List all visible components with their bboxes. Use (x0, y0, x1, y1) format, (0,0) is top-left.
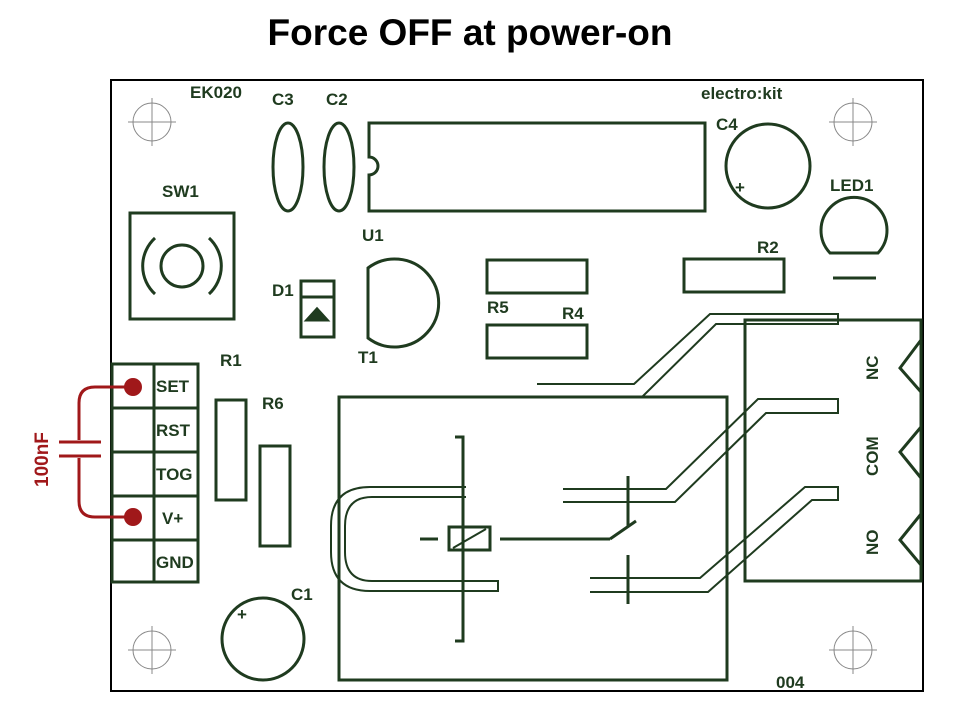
terminal-right-no: NO (863, 530, 882, 556)
terminal-right-notch-2 (898, 426, 923, 479)
label-t1: T1 (358, 348, 378, 367)
label-r2: R2 (757, 238, 779, 257)
annotation-capacitor (59, 385, 133, 519)
terminal-left-rst: RST (156, 421, 191, 440)
terminal-left-set: SET (156, 377, 190, 396)
label-r5: R5 (487, 298, 509, 317)
terminal-block-right (743, 318, 923, 583)
board-outline (110, 79, 924, 692)
resistor-r6 (258, 444, 292, 548)
label-u1: U1 (362, 226, 384, 245)
trace-com (563, 398, 839, 503)
resistor-r1 (214, 398, 248, 502)
switch-sw1-arc-right (207, 236, 223, 296)
terminal-right-notch-1 (898, 339, 923, 393)
terminal-right-notch-3 (898, 513, 923, 566)
relay-coil-slash (452, 528, 487, 549)
capacitor-c4-plus: + (735, 178, 745, 197)
mounting-hole-bottom-left (128, 626, 176, 674)
board-revision: 004 (776, 673, 805, 692)
resistor-r5 (485, 258, 589, 295)
label-c1: C1 (291, 585, 313, 604)
capacitor-c1 (220, 596, 306, 682)
page-title: Force OFF at power-on (267, 12, 673, 53)
led-led1 (819, 195, 889, 255)
annotation-dot-vplus (124, 508, 142, 526)
trace-no (590, 486, 839, 593)
terminal-left-vplus: V+ (162, 509, 183, 528)
mounting-hole-top-right (829, 98, 877, 146)
diode-d1-arrow (303, 306, 331, 322)
annotation-label: 100nF (32, 432, 53, 487)
label-r1: R1 (220, 351, 242, 370)
label-c3: C3 (272, 90, 294, 109)
transistor-t1 (366, 257, 441, 349)
relay-contact-arm (609, 519, 637, 541)
switch-sw1 (128, 211, 236, 321)
resistor-r4 (485, 323, 589, 360)
switch-sw1-arc-left (141, 236, 157, 296)
label-r6: R6 (262, 394, 284, 413)
relay-coil-trace-outer (330, 486, 499, 592)
switch-sw1-button (159, 243, 205, 289)
relay-coil (447, 525, 492, 552)
label-sw1: SW1 (162, 182, 199, 201)
annotation-wire-bottom (77, 458, 133, 519)
relay-bracket (455, 435, 465, 643)
ic-u1 (367, 121, 707, 213)
capacitor-c2 (322, 121, 356, 213)
mounting-hole-top-left (128, 98, 176, 146)
terminal-right-com: COM (863, 436, 882, 476)
label-c4: C4 (716, 115, 738, 134)
terminal-left-tog: TOG (156, 465, 193, 484)
board-brand: electro:kit (701, 84, 783, 103)
board-model: EK020 (190, 83, 242, 102)
label-led1: LED1 (830, 176, 873, 195)
capacitor-c4 (724, 122, 812, 210)
label-d1: D1 (272, 281, 294, 300)
label-r4: R4 (562, 304, 584, 323)
trace-nc (537, 313, 839, 398)
diode-d1 (299, 279, 336, 339)
capacitor-c1-plus: + (237, 605, 247, 624)
label-c2: C2 (326, 90, 348, 109)
terminal-left-gnd: GND (156, 553, 194, 572)
resistor-r2 (682, 257, 786, 294)
mounting-hole-bottom-right (829, 626, 877, 674)
relay-outline (337, 395, 729, 682)
terminal-right-nc: NC (863, 355, 882, 380)
annotation-wire-top (77, 385, 133, 440)
capacitor-c3 (271, 121, 305, 213)
annotation-dot-set (124, 378, 142, 396)
